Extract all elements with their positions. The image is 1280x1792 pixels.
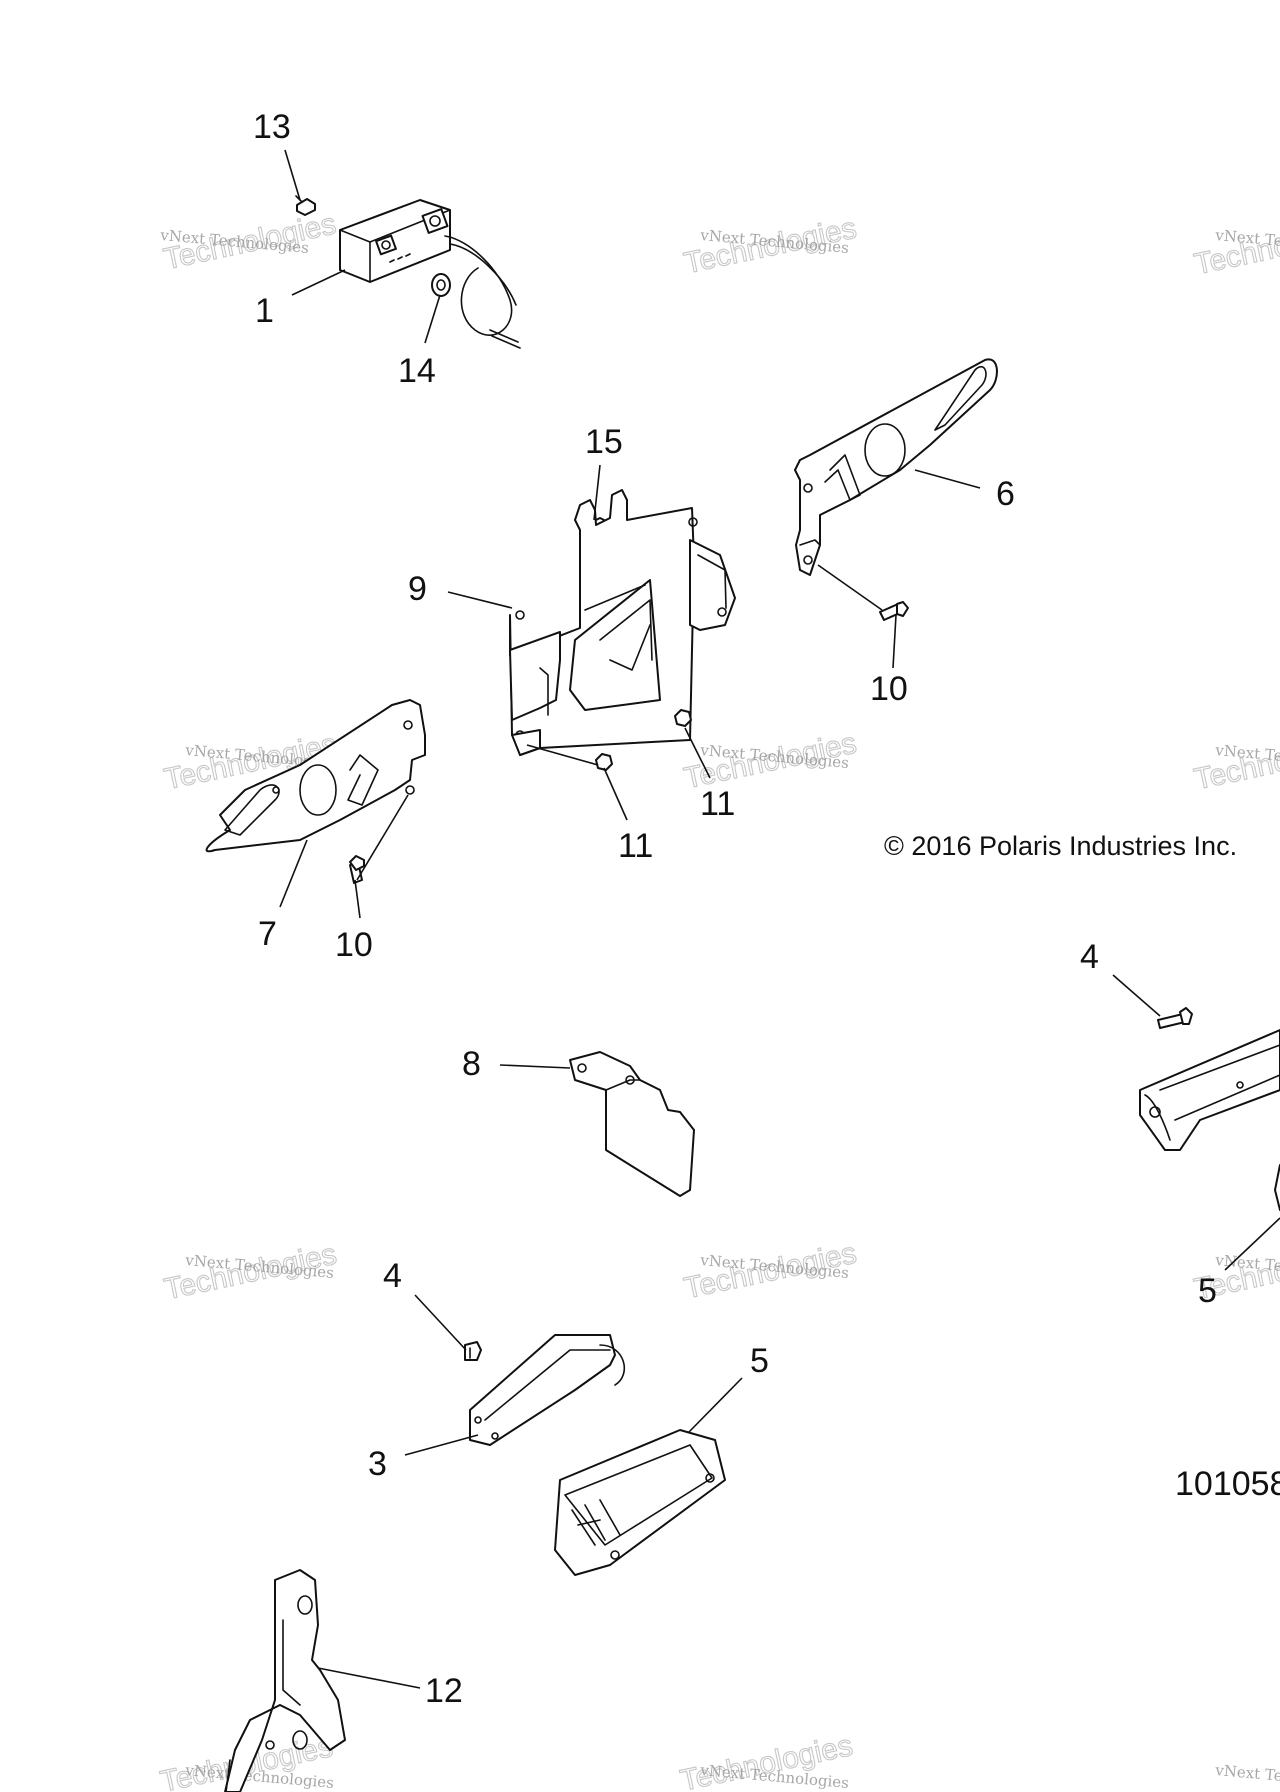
- callout-8: 8: [462, 1045, 481, 1083]
- callout-10-left: 10: [335, 926, 373, 964]
- watermark: vNext Technologies Technologies: [161, 1237, 340, 1307]
- part-4-bolt-left: [464, 1341, 482, 1361]
- svg-text:Technologies: Technologies: [1191, 213, 1280, 282]
- callout-5-left: 5: [750, 1342, 769, 1380]
- callout-5-right: 5: [1198, 1272, 1217, 1310]
- callout-7: 7: [258, 915, 277, 953]
- svg-text:Technologies: Technologies: [161, 208, 339, 277]
- callout-4-right: 4: [1080, 938, 1099, 976]
- callout-14: 14: [398, 352, 436, 390]
- callout-11-right: 11: [700, 785, 735, 823]
- callout-12: 12: [425, 1672, 463, 1710]
- callout-4-left: 4: [383, 1257, 402, 1295]
- part-5-tail-light: [554, 1429, 726, 1576]
- callout-15: 15: [585, 423, 623, 461]
- watermark: vNext Technologies Technologies: [1191, 727, 1280, 797]
- partial-assembly-right: [1139, 1029, 1280, 1211]
- svg-text:vNext Technologies: vNext Technologies: [1214, 1761, 1280, 1792]
- watermark: vNext Technologies: [1214, 1761, 1280, 1792]
- svg-text:Technologies: Technologies: [681, 212, 859, 281]
- callout-11-left: 11: [618, 827, 653, 865]
- callout-3: 3: [368, 1445, 387, 1483]
- part-9-mounting-plate: [509, 489, 736, 756]
- callouts: 13 1 14 15 9 6 10 11 11 7 10 8 4 4 3 5 5…: [253, 108, 1217, 1710]
- part-11-nut-right: [674, 709, 692, 727]
- watermark: vNext Technologies Technologies: [677, 1729, 856, 1792]
- watermark: vNext Technologies Technologies: [1191, 212, 1280, 282]
- part-3-light-bracket: [469, 1334, 626, 1446]
- svg-text:Technologies: Technologies: [161, 1238, 339, 1307]
- svg-text:Technologies: Technologies: [1191, 728, 1280, 797]
- part-4-bolt-right: [1157, 1007, 1193, 1029]
- watermark: vNext Technologies Technologies: [159, 207, 340, 277]
- drawing-number: 101058: [1175, 1465, 1280, 1503]
- callout-6: 6: [996, 475, 1015, 513]
- part-10-bolt-right: [879, 601, 909, 621]
- part-1-module: [339, 199, 521, 349]
- copyright-notice: © 2016 Polaris Industries Inc.: [884, 831, 1237, 861]
- watermark: vNext Technologies Technologies: [681, 1236, 860, 1306]
- callout-9: 9: [408, 570, 427, 608]
- svg-text:Technologies: Technologies: [681, 1237, 859, 1306]
- callout-13: 13: [253, 108, 291, 146]
- watermark: vNext Technologies Technologies: [681, 211, 860, 281]
- watermarks: vNext Technologies Technologies vNext Te…: [157, 207, 1280, 1792]
- part-6-bracket-right: [794, 358, 998, 576]
- part-14-washer: [431, 273, 451, 297]
- callout-1: 1: [255, 292, 274, 330]
- leader-lines: [279, 149, 1280, 1689]
- part-7-bracket-left: [205, 699, 426, 853]
- callout-10-right: 10: [870, 670, 908, 708]
- part-11-nut-left: [595, 753, 613, 771]
- part-12-bracket: [224, 1569, 346, 1792]
- part-8-shield: [569, 1051, 695, 1197]
